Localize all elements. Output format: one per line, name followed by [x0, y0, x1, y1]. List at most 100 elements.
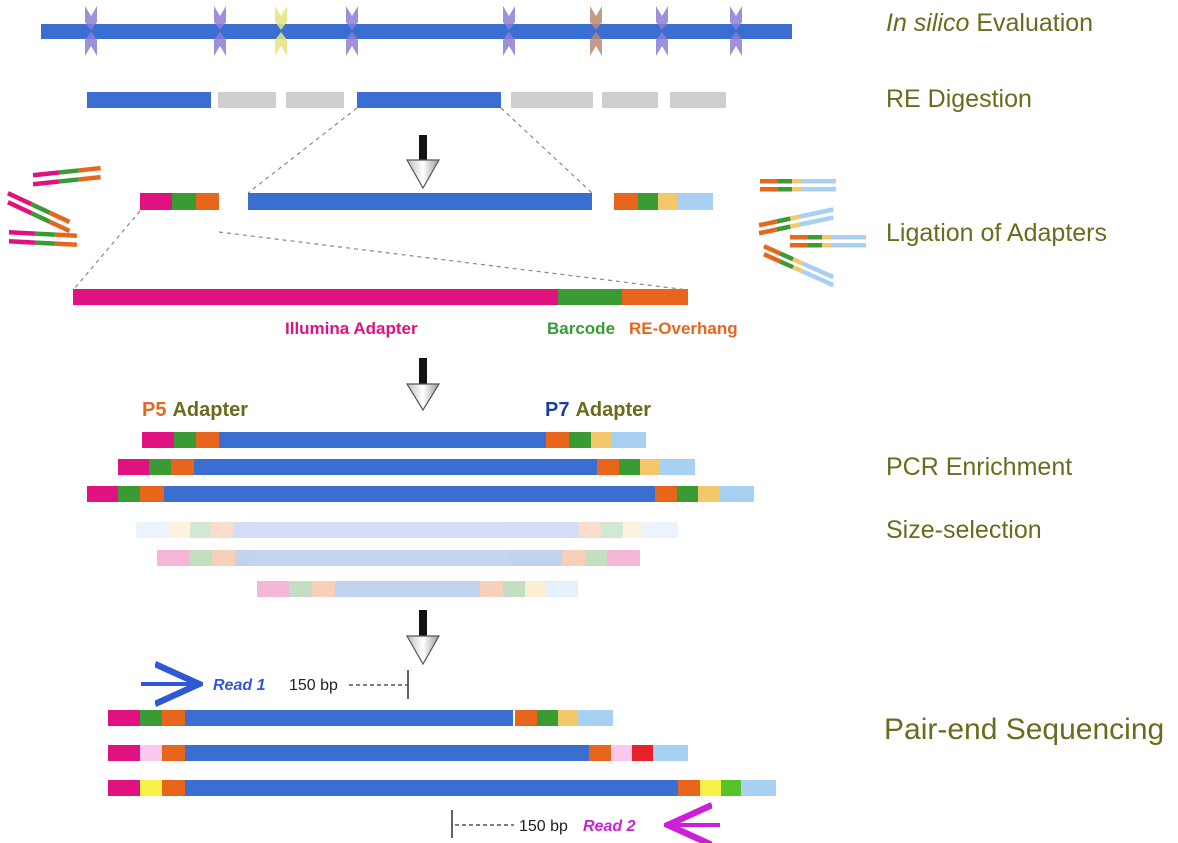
cut-site-marker	[656, 6, 668, 56]
construct-segment	[655, 486, 677, 502]
construct-segment	[537, 710, 558, 726]
adapter-segment	[34, 240, 56, 246]
construct-segment	[140, 780, 162, 796]
construct-segment	[640, 459, 660, 475]
construct-segment	[289, 581, 312, 597]
free-adapters-right	[758, 179, 866, 288]
cut-site-bottom	[275, 32, 287, 56]
size-selection-construct-3	[257, 581, 578, 597]
zoom-illumina	[73, 289, 558, 305]
construct-segment	[157, 550, 189, 566]
p5-word: Adapter	[172, 399, 248, 421]
construct-segment	[108, 745, 140, 761]
free-adapter	[32, 174, 101, 187]
adapter-segment	[32, 179, 60, 187]
step-label-size-selection: Size-selection	[886, 516, 1042, 544]
construct-segment	[108, 780, 140, 796]
adapter-segment	[802, 187, 836, 192]
in-silico-rest: Evaluation	[969, 9, 1093, 37]
construct-segment	[546, 432, 569, 448]
construct-segment	[623, 522, 642, 538]
zoom-barcode	[558, 289, 622, 305]
adapter-segment	[48, 219, 71, 234]
adapter-segment	[32, 170, 60, 178]
digestion-row	[87, 92, 726, 108]
cut-site-bottom	[656, 32, 668, 56]
cut-site-marker	[730, 6, 742, 56]
down-arrow-3	[405, 610, 441, 666]
adapter-segment	[790, 235, 808, 240]
construct-segment	[562, 550, 585, 566]
construct-segment	[257, 581, 289, 597]
cut-site-bottom	[503, 32, 515, 56]
cut-site-top	[85, 6, 97, 30]
free-adapter	[760, 179, 836, 184]
cut-site-top	[214, 6, 226, 30]
adapter-segment	[776, 224, 791, 232]
down-arrow-2	[405, 358, 441, 412]
construct-segment	[185, 780, 678, 796]
free-adapter	[790, 243, 866, 248]
construct-segment	[118, 486, 140, 502]
zoom-line-adapter-right	[218, 231, 689, 291]
construct-segment	[149, 459, 171, 475]
cut-site-top	[730, 6, 742, 30]
free-adapter	[8, 230, 78, 239]
seq-construct-2	[108, 745, 688, 761]
ligation-p7-barcode	[638, 193, 658, 210]
step-label-ligation: Ligation of Adapters	[886, 219, 1107, 247]
cut-site-top	[275, 6, 287, 30]
construct-segment	[212, 550, 235, 566]
adapter-segment	[832, 243, 866, 248]
adapter-segment	[792, 187, 802, 192]
adapter-segment	[6, 200, 33, 216]
construct-segment	[607, 550, 640, 566]
construct-segment	[525, 581, 545, 597]
adapter-segment	[801, 269, 835, 288]
zoom-line-right	[500, 107, 593, 194]
zoom-line-left	[247, 107, 358, 194]
construct-segment	[597, 459, 619, 475]
adapter-segment	[758, 227, 778, 236]
adapter-segment	[760, 187, 778, 192]
construct-segment	[698, 486, 719, 502]
construct-segment	[619, 459, 640, 475]
construct-segment	[558, 710, 578, 726]
construct-segment	[678, 780, 700, 796]
read1-label: Read 1	[213, 677, 266, 694]
ligation-fragment	[248, 193, 592, 210]
construct-segment	[545, 581, 578, 597]
construct-segment	[140, 745, 162, 761]
adapter-segment	[760, 179, 778, 184]
fragment-gray-5	[670, 92, 726, 108]
cut-site-bottom	[346, 32, 358, 56]
cut-site-marker	[214, 6, 226, 56]
adapter-segment	[54, 241, 78, 248]
pcr-construct-1	[142, 432, 646, 448]
zoom-lines	[73, 107, 689, 291]
construct-segment	[162, 745, 185, 761]
fragment-gray-4	[602, 92, 658, 108]
construct-segment	[234, 522, 579, 538]
construct-segment	[87, 486, 118, 502]
p5-adapter-label: P5 Adapter	[142, 399, 248, 421]
construct-segment	[719, 486, 754, 502]
construct-segment	[503, 581, 525, 597]
adapter-segment	[822, 243, 832, 248]
barcode-label: Barcode	[547, 319, 615, 338]
free-adapter	[32, 165, 101, 178]
p5-code: P5	[142, 399, 166, 421]
seq-construct-1	[108, 710, 613, 726]
construct-segment	[196, 432, 219, 448]
adapter-segment	[779, 251, 795, 262]
construct-segment	[611, 432, 646, 448]
construct-segment	[174, 432, 196, 448]
read1-length: 150 bp	[289, 677, 338, 694]
adapter-segment	[822, 235, 832, 240]
adapter-segment	[58, 168, 80, 175]
adapter-segment	[799, 215, 834, 227]
adapter-segment	[758, 219, 778, 228]
cut-site-top	[590, 6, 602, 30]
cut-site-bottom	[730, 32, 742, 56]
adapter-segment	[54, 232, 78, 239]
